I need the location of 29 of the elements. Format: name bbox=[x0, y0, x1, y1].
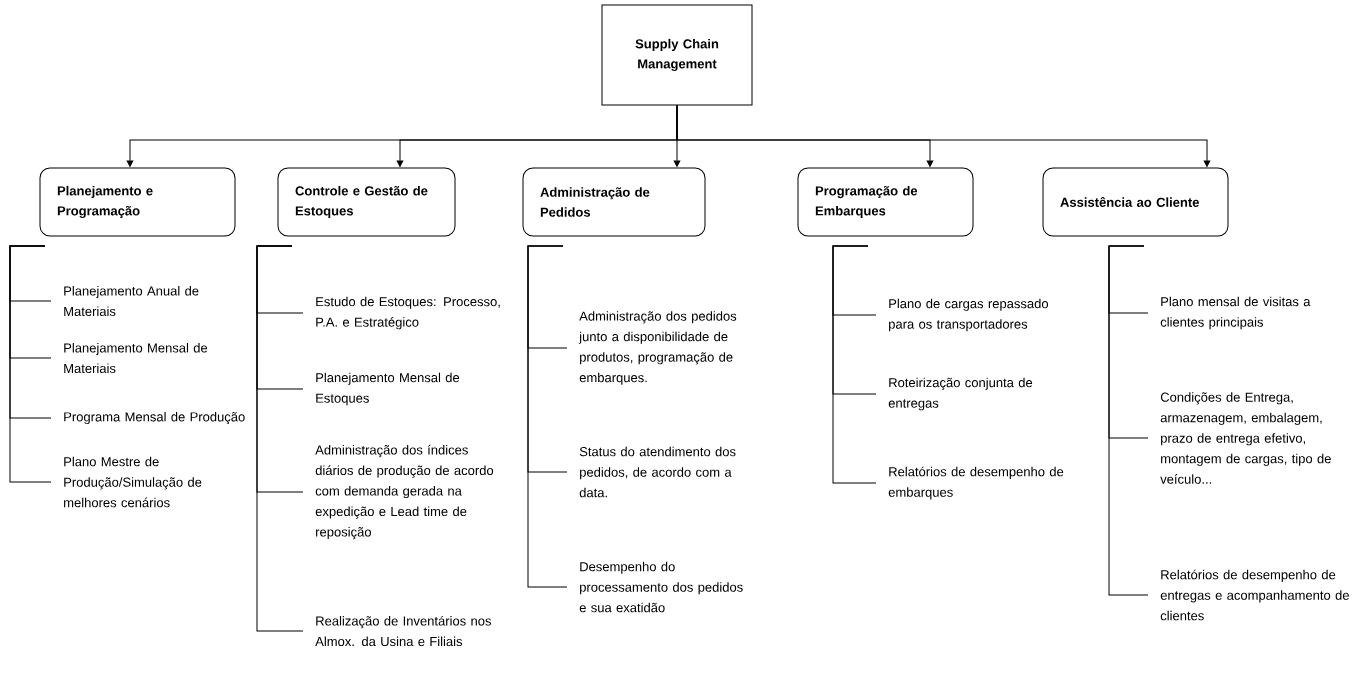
item-text: Plano Mestre de Produção/Simulação de melhores cenários bbox=[64, 456, 202, 508]
item-text: Plano mensal de visitas a clientes principais bbox=[1160, 296, 1311, 330]
item-text: Roteirização conjunta de entregas bbox=[888, 377, 1033, 411]
item-text: Plano de cargas repassado para os transportadores bbox=[889, 298, 1049, 332]
arrow bbox=[676, 105, 1211, 167]
item-text: Planejamento Mensal de Estoques bbox=[316, 372, 460, 406]
root-box: Supply Chain Management bbox=[601, 4, 753, 106]
item-text: Relatórios de desempenho de entregas e acompanhamento de clientes bbox=[1160, 569, 1349, 621]
category-box: Assistência ao Cliente bbox=[1042, 167, 1229, 237]
item-text: Condições de Entrega, armazenagem, embalagem, prazo de entrega efetivo, montagem de cargas, tipo de veículo... bbox=[1160, 392, 1331, 484]
bracket-line bbox=[9, 245, 52, 483]
bracket-line bbox=[1108, 245, 1149, 596]
category-box: Administração de Pedidos bbox=[522, 167, 706, 237]
category-box: Programação de Embarques bbox=[797, 167, 974, 237]
item-text: Programa Mensal de Produção bbox=[64, 411, 245, 425]
item-text: Administração dos pedidos junto a disponibilidade de produtos, programação de embarques. bbox=[578, 311, 737, 385]
category-box: Controle e Gestão de Estoques bbox=[277, 167, 456, 237]
item-text: Planejamento Mensal de Materiais bbox=[64, 343, 208, 374]
category-box: Planejamento e Programação bbox=[39, 167, 236, 237]
bracket-line bbox=[527, 245, 568, 588]
item-text: Desempenho do processamento dos pedidos e sua exatidão bbox=[579, 561, 743, 613]
item-text: Administração dos índices diários de produção de acordo com demanda gerada na expedição e Lead time de reposição bbox=[315, 444, 494, 540]
item-text: Realização de Inventários nos Almox. da Usina e Filiais bbox=[315, 615, 491, 647]
bracket-line bbox=[832, 245, 877, 484]
item-text: Relatórios de desempenho de embarques bbox=[888, 466, 1064, 500]
item-text: Planejamento Anual de Materiais bbox=[64, 286, 199, 317]
bracket-line bbox=[256, 245, 304, 632]
item-text: Estudo de Estoques: Processo, P.A. e Estratégico bbox=[316, 296, 500, 330]
item-text: Status do atendimento dos pedidos, de acordo com a data. bbox=[579, 446, 736, 498]
